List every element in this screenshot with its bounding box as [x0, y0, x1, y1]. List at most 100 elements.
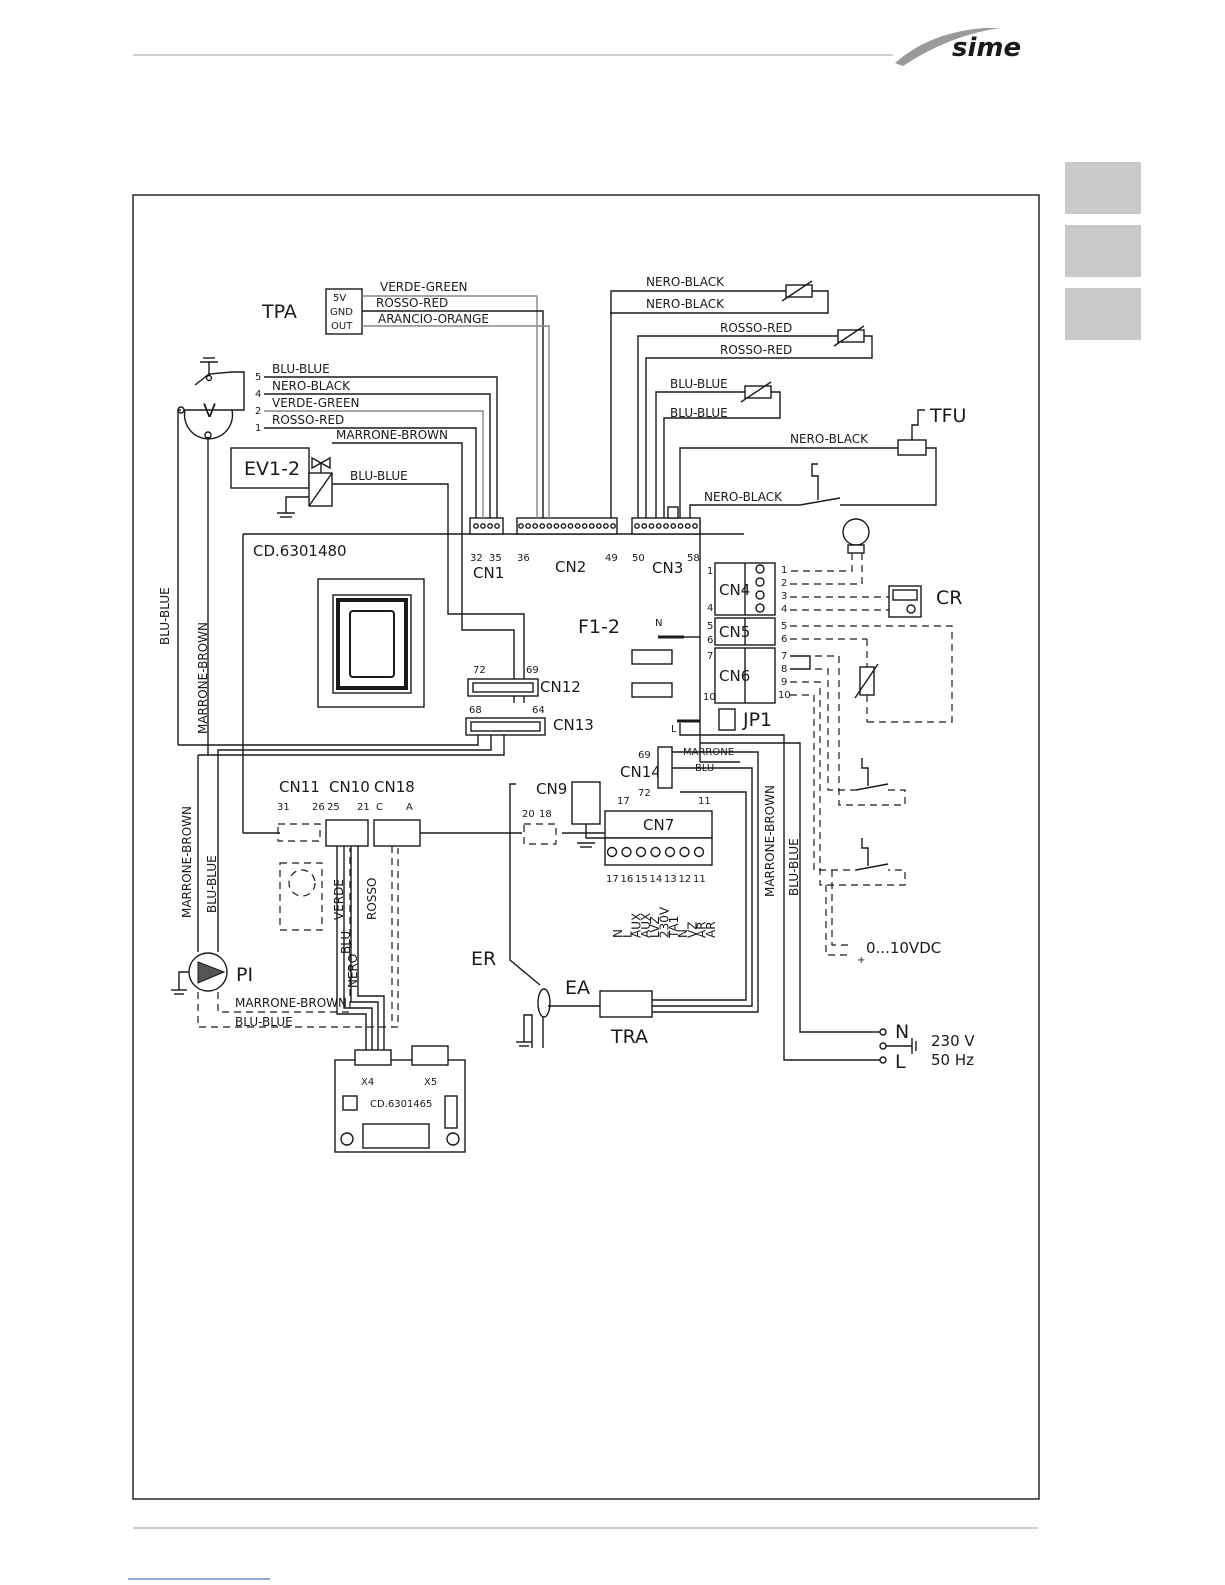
svg-text:CD.6301480: CD.6301480: [253, 542, 347, 560]
terminal-label: L: [620, 931, 634, 938]
section-tab[interactable]: [1065, 225, 1141, 277]
svg-text:PI: PI: [236, 964, 253, 986]
svg-text:TPA: TPA: [261, 301, 297, 323]
svg-text:L: L: [895, 1051, 906, 1073]
svg-text:0...10VDC: 0...10VDC: [866, 939, 941, 957]
svg-text:CD.6301465: CD.6301465: [370, 1099, 432, 1110]
connector-pin: [692, 523, 698, 529]
connector-cn3[interactable]: 50 58 CN3: [631, 506, 701, 577]
terminal-label: AR: [695, 921, 709, 938]
connector-pin: [648, 523, 655, 529]
terminal-label: LVZ: [648, 916, 662, 938]
connector-cn1[interactable]: 32 35 CN1: [469, 517, 504, 582]
svg-text:X5: X5: [424, 1077, 437, 1088]
svg-text:EV1-2: EV1-2: [244, 458, 300, 480]
svg-text:BLU-BLUE: BLU-BLUE: [235, 1015, 293, 1029]
pump-pi: PI MARRONE-BROWN BLU-BLUE: [171, 848, 399, 1029]
svg-text:ER: ER: [471, 948, 496, 970]
connector-cn14[interactable]: 69 72 CN14 MARRONE BLU: [620, 746, 759, 1013]
connector-cn11[interactable]: CN11 31 26: [277, 778, 325, 931]
svg-text:72: 72: [638, 788, 651, 799]
svg-text:10: 10: [703, 692, 716, 703]
svg-text:ROSSO-RED: ROSSO-RED: [272, 413, 344, 427]
screw-terminal[interactable]: [693, 846, 705, 858]
connector-pin: [610, 523, 616, 529]
connector-cn10[interactable]: CN10 25 21 VERDE ROSSO BLU NERO: [325, 778, 385, 1050]
svg-text:50: 50: [632, 553, 645, 564]
screw-terminal[interactable]: [755, 564, 765, 574]
svg-text:BLU-BLUE: BLU-BLUE: [670, 406, 728, 420]
svg-text:BLU-BLUE: BLU-BLUE: [205, 855, 219, 913]
svg-text:72: 72: [473, 665, 486, 676]
svg-text:CN1: CN1: [473, 564, 504, 582]
svg-text:MARRONE-BROWN: MARRONE-BROWN: [180, 806, 194, 918]
diagram-frame: [132, 194, 1040, 1500]
svg-text:9: 9: [781, 677, 787, 688]
screw-terminal[interactable]: [755, 603, 765, 613]
svg-text:4: 4: [707, 603, 713, 614]
svg-text:6: 6: [707, 635, 713, 646]
connector-cn13[interactable]: 68 64 CN13: [178, 705, 594, 952]
svg-text:NERO-BLACK: NERO-BLACK: [272, 379, 351, 393]
section-tab[interactable]: [1065, 288, 1141, 340]
connector-cn4[interactable]: CN4 1 4: [707, 562, 776, 616]
svg-text:5V: 5V: [333, 293, 346, 304]
svg-text:sime: sime: [952, 33, 1021, 63]
connector-cn12[interactable]: 72 69 CN12: [467, 665, 581, 697]
svg-text:7: 7: [707, 651, 713, 662]
terminal-label: AUX: [639, 913, 653, 938]
section-tab[interactable]: [1065, 162, 1141, 214]
connector-pin: [525, 523, 531, 529]
connector-pin: [677, 523, 684, 529]
svg-text:L: L: [671, 724, 677, 735]
connector-pin: [581, 523, 588, 529]
connector-cn18[interactable]: CN18 C A: [373, 778, 421, 1027]
svg-text:MARRONE-BROWN: MARRONE-BROWN: [336, 428, 448, 442]
svg-text:CN11: CN11: [279, 778, 320, 796]
svg-text:JP1: JP1: [742, 709, 772, 731]
svg-text:26: 26: [312, 802, 325, 813]
connector-pin: [567, 523, 574, 529]
svg-text:VERDE-GREEN: VERDE-GREEN: [272, 396, 360, 410]
terminal-label: N: [611, 929, 625, 938]
screw-terminal[interactable]: [635, 846, 647, 858]
aux-contacts: 0...10VDC +: [790, 655, 941, 966]
svg-text:8: 8: [781, 664, 787, 675]
mains-supply: N L 230 V 50 Hz MARRONE-BROWN BLU-BLUE: [679, 723, 975, 1073]
connector-pin: [684, 523, 691, 529]
connector-pin: [539, 523, 546, 529]
screw-terminal[interactable]: [755, 590, 765, 600]
connector-cn9[interactable]: CN9 20 18: [509, 780, 605, 986]
svg-text:MARRONE-BROWN: MARRONE-BROWN: [763, 785, 777, 897]
svg-text:VERDE-GREEN: VERDE-GREEN: [380, 280, 468, 294]
svg-text:C: C: [376, 802, 383, 813]
svg-text:BLU-BLUE: BLU-BLUE: [670, 377, 728, 391]
screw-terminal[interactable]: [621, 846, 632, 858]
connector-cn2[interactable]: 36 49 CN2: [516, 517, 618, 576]
connector-pin: [603, 523, 609, 529]
terminal-label: AR: [704, 921, 718, 938]
expansion-board: X4 X5 CD.6301465: [334, 1045, 466, 1153]
svg-text:CN3: CN3: [652, 559, 683, 577]
screw-terminal[interactable]: [679, 846, 690, 858]
screw-terminal[interactable]: [606, 846, 618, 858]
svg-text:3: 3: [781, 591, 787, 602]
terminal-label: AUX: [630, 913, 644, 938]
connector-cn5[interactable]: CN5 5 6: [707, 617, 776, 646]
svg-text:18: 18: [539, 809, 552, 820]
connector-cn6[interactable]: CN6 7 10: [703, 647, 776, 704]
svg-text:ROSSO-RED: ROSSO-RED: [376, 296, 448, 310]
room-control-cr[interactable]: CR: [790, 585, 962, 618]
screw-terminal[interactable]: [664, 846, 676, 858]
screw-terminal[interactable]: [755, 577, 765, 587]
screw-terminal[interactable]: [650, 846, 661, 858]
svg-text:NERO-BLACK: NERO-BLACK: [646, 297, 725, 311]
svg-text:50 Hz: 50 Hz: [931, 1051, 974, 1069]
svg-text:17: 17: [617, 796, 630, 807]
svg-text:BLU: BLU: [339, 931, 353, 954]
jumper-jp1[interactable]: JP1: [718, 708, 772, 731]
terminal-label: TA1: [667, 916, 681, 939]
connector-pin: [634, 523, 640, 529]
svg-text:MARRONE-BROWN: MARRONE-BROWN: [196, 622, 210, 734]
